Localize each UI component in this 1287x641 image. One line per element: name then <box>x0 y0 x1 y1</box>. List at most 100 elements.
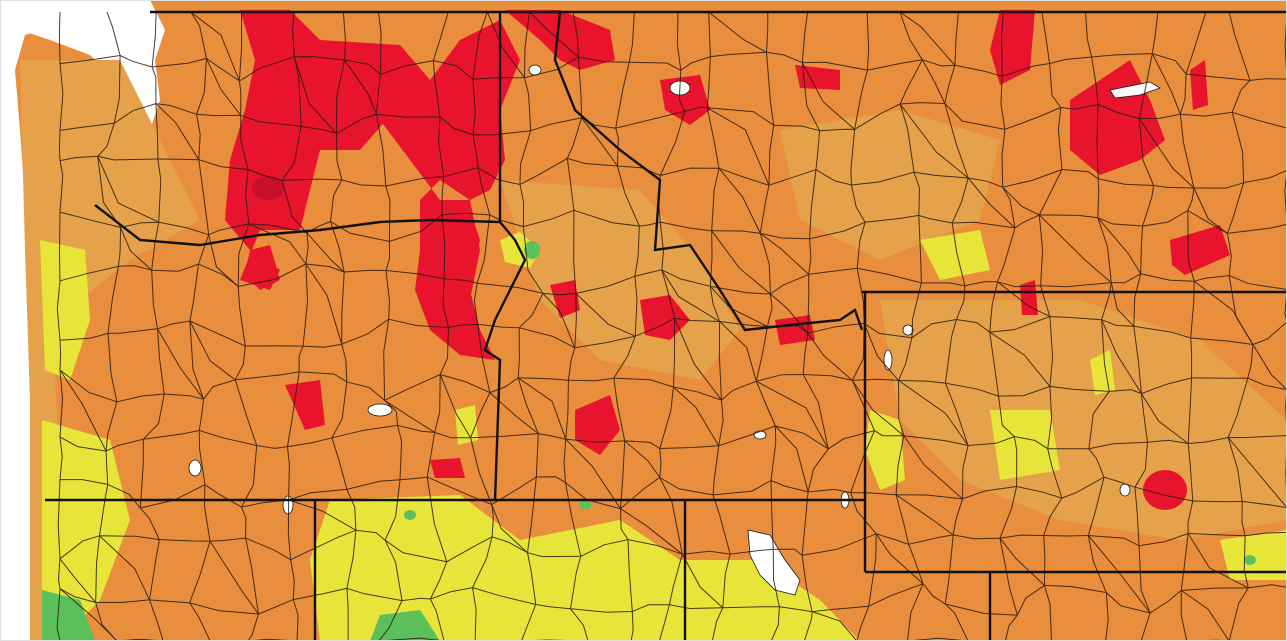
county-line <box>432 60 441 117</box>
county-line <box>661 269 720 322</box>
county-line <box>999 537 1045 586</box>
county-line <box>773 548 803 556</box>
county-line <box>491 504 494 537</box>
county-line <box>1194 275 1230 282</box>
county-line <box>1192 500 1243 503</box>
county-line <box>770 606 780 641</box>
county-line <box>1014 214 1040 229</box>
county-line <box>151 66 157 104</box>
county-line <box>530 117 582 132</box>
county-line <box>59 436 107 452</box>
county-line <box>775 425 829 450</box>
county-line <box>899 11 956 66</box>
county-line <box>903 435 963 500</box>
county-line <box>851 171 915 186</box>
county-line <box>954 64 1003 77</box>
fort-peck-lake <box>1109 81 1161 99</box>
county-line <box>898 379 969 446</box>
county-line <box>565 438 625 443</box>
county-line <box>1190 337 1193 378</box>
county-line <box>149 599 190 604</box>
county-line <box>120 227 153 271</box>
county-line <box>57 558 61 589</box>
county-line <box>429 598 445 641</box>
county-line <box>578 56 630 63</box>
county-line <box>189 320 246 347</box>
county-line <box>521 604 537 641</box>
county-line <box>865 214 919 223</box>
county-line <box>1228 275 1254 345</box>
county-line <box>294 56 345 61</box>
county-line <box>706 107 720 169</box>
county-line <box>1085 11 1093 58</box>
county-line <box>344 59 381 75</box>
county-line <box>710 51 767 58</box>
county-line <box>801 62 821 131</box>
county-line <box>659 222 665 270</box>
county-line <box>1245 531 1287 537</box>
county-line <box>572 11 579 58</box>
county-line <box>1227 223 1287 234</box>
county-line <box>439 116 474 136</box>
county-line <box>1247 377 1287 391</box>
county-line <box>768 169 817 186</box>
county-line <box>240 114 302 127</box>
zone-red-c3 <box>575 395 620 455</box>
lake-8 <box>1119 483 1131 497</box>
county-line <box>863 323 899 381</box>
county-line <box>293 56 302 127</box>
county-line <box>1043 535 1046 586</box>
county-line <box>808 267 858 275</box>
county-line <box>385 185 391 242</box>
county-line <box>944 65 956 104</box>
county-line <box>190 11 240 82</box>
county-line <box>899 59 923 105</box>
county-line <box>472 79 476 135</box>
county-line <box>1227 437 1243 502</box>
county-line <box>1185 11 1207 75</box>
zone-tan-west <box>20 60 200 641</box>
county-line <box>630 611 634 641</box>
county-line <box>59 160 64 213</box>
county-line <box>209 537 246 542</box>
county-line <box>1141 377 1192 395</box>
county-line <box>438 116 445 177</box>
county-line <box>1101 319 1142 394</box>
county-line <box>151 263 199 272</box>
county-line <box>158 221 209 236</box>
county-line <box>1138 118 1195 189</box>
county-line <box>875 533 924 585</box>
county-line <box>287 371 300 447</box>
county-line <box>851 380 875 431</box>
county-line <box>759 233 771 295</box>
county-line <box>1111 273 1141 284</box>
county-line <box>953 534 1000 540</box>
county-line <box>208 234 239 287</box>
county-line <box>766 293 773 327</box>
county-line <box>439 374 472 438</box>
county-line <box>895 494 910 545</box>
county-line <box>247 169 283 181</box>
county-line <box>388 318 449 328</box>
county-line <box>155 103 159 160</box>
zone-green-spot2 <box>404 510 416 520</box>
county-line <box>659 111 686 176</box>
county-line <box>159 539 211 542</box>
county-line <box>527 476 537 553</box>
county-line <box>189 320 236 381</box>
state-boundaries <box>45 10 1287 641</box>
county-line <box>384 374 441 401</box>
county-line <box>376 113 441 118</box>
zone-red-c7 <box>1020 280 1038 315</box>
county-line <box>527 552 581 558</box>
county-line <box>489 214 524 228</box>
border-wa-or <box>94 204 501 247</box>
county-line <box>346 530 357 589</box>
county-line <box>281 180 308 234</box>
zone-green-spot1 <box>524 241 540 259</box>
county-line <box>766 51 803 64</box>
county-line <box>944 603 969 641</box>
county-line <box>1004 107 1061 130</box>
zone-red-mt3 <box>1190 60 1208 110</box>
county-line <box>1038 214 1112 283</box>
